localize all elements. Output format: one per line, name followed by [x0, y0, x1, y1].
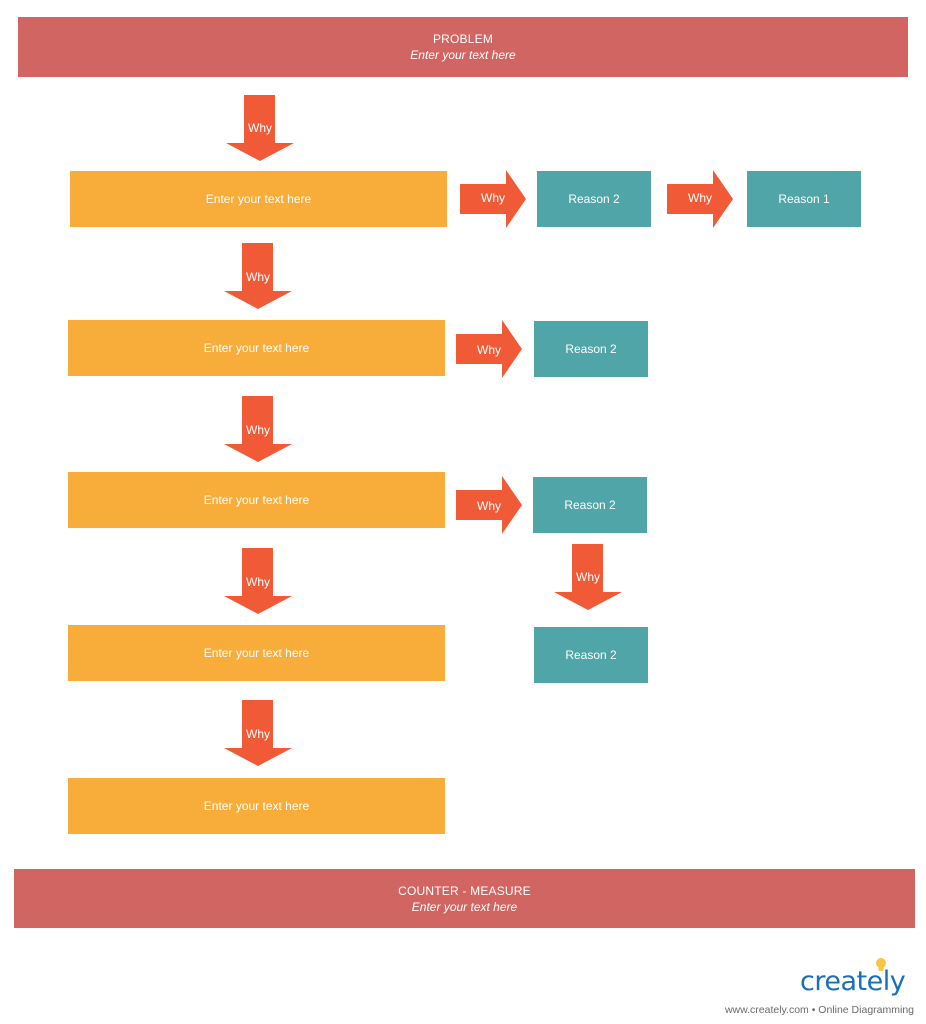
step-box-5[interactable]: Enter your text here [68, 778, 445, 834]
why-label-right-4: Why [477, 499, 501, 513]
why-label-right-2: Why [688, 191, 712, 205]
counter-measure-banner[interactable]: COUNTER - MEASURE Enter your text here [14, 869, 915, 928]
why-down-arrow-1 [226, 95, 294, 161]
why-right-arrow-2 [667, 170, 733, 228]
why-down-arrow-5 [224, 700, 292, 766]
why-right-arrow-1 [460, 170, 526, 228]
step-box-2[interactable]: Enter your text here [68, 320, 445, 376]
reason-box-row1-b[interactable]: Reason 1 [747, 171, 861, 227]
reason-text-row1-b: Reason 1 [778, 192, 830, 206]
why-label-down-6: Why [576, 570, 600, 584]
why-down-arrow-3 [224, 396, 292, 462]
why-label-down-2: Why [246, 270, 270, 284]
counter-measure-title: COUNTER - MEASURE [398, 883, 531, 898]
reason-text-row2: Reason 2 [565, 342, 617, 356]
lightbulb-icon [876, 958, 886, 971]
why-down-arrow-2 [224, 243, 292, 309]
problem-text[interactable]: Enter your text here [410, 48, 516, 62]
why-right-arrow-4 [456, 476, 522, 534]
step-text-4: Enter your text here [203, 646, 310, 660]
reason-box-row2[interactable]: Reason 2 [534, 321, 648, 377]
step-text-2: Enter your text here [203, 341, 310, 355]
step-text-5: Enter your text here [203, 799, 310, 813]
reason-text-row3-below: Reason 2 [565, 648, 617, 662]
creately-logo: creately [800, 956, 916, 997]
reason-box-row1-a[interactable]: Reason 2 [537, 171, 651, 227]
why-label-down-1: Why [248, 121, 272, 135]
step-text-3: Enter your text here [203, 493, 310, 507]
brand-tagline: www.creately.com • Online Diagramming [724, 1004, 914, 1016]
why-label-down-3: Why [246, 423, 270, 437]
step-text-1: Enter your text here [205, 192, 312, 206]
why-label-down-5: Why [246, 727, 270, 741]
problem-banner[interactable]: PROBLEM Enter your text here [18, 17, 908, 77]
problem-title: PROBLEM [432, 32, 494, 46]
step-box-4[interactable]: Enter your text here [68, 625, 445, 681]
step-box-3[interactable]: Enter your text here [68, 472, 445, 528]
counter-measure-text[interactable]: Enter your text here [411, 899, 518, 914]
step-box-1[interactable]: Enter your text here [70, 171, 447, 227]
why-right-arrow-3 [456, 320, 522, 378]
reason-box-row3[interactable]: Reason 2 [533, 477, 647, 533]
reason-text-row1-a: Reason 2 [568, 192, 620, 206]
brand-name: creately [800, 966, 906, 997]
why-label-down-4: Why [246, 575, 270, 589]
why-label-right-1: Why [481, 191, 505, 205]
why-label-right-3: Why [477, 343, 501, 357]
why-down-arrow-6 [554, 544, 622, 610]
reason-box-row3-below[interactable]: Reason 2 [534, 627, 648, 683]
reason-text-row3: Reason 2 [564, 498, 616, 512]
why-down-arrow-4 [224, 548, 292, 614]
